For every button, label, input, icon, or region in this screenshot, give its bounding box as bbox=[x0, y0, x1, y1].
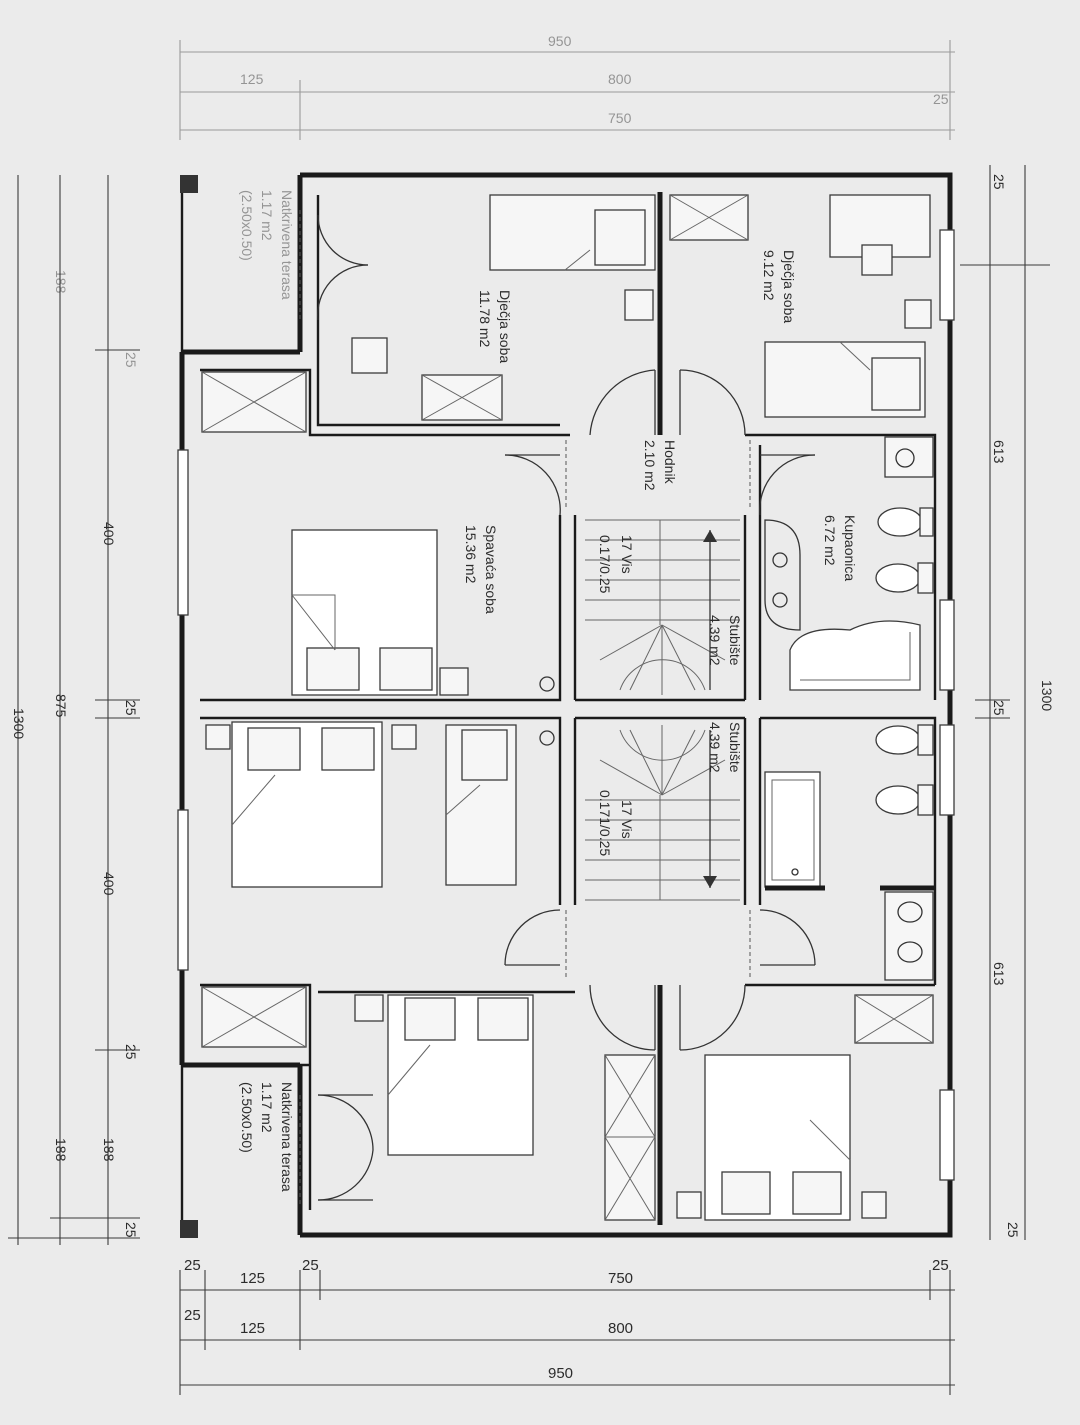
left-dim-upper: 400 bbox=[101, 522, 117, 546]
top-dim-inner: 750 bbox=[608, 110, 632, 126]
right-dim-lower: 613 bbox=[991, 962, 1007, 986]
room-area: 15.36 m2 bbox=[463, 525, 479, 584]
room-natkrivena-terasa-faint: Natkrivena terasa 1.17 m2 (2.50x0.50) bbox=[239, 190, 295, 300]
bottom-dim-left-c: 25 bbox=[302, 1257, 319, 1274]
left-dimension-labels: 1300 875 400 400 188 25 25 25 188 188 25 bbox=[11, 270, 139, 1238]
corner-post-bottom bbox=[180, 1220, 198, 1238]
room-stubiste-1: Stubište 4.39 m2 17 Vis 0.17/0.25 bbox=[597, 535, 743, 666]
room-name: Dječja soba bbox=[781, 250, 797, 323]
column-1 bbox=[539, 676, 555, 692]
room-spavaca-soba: Spavaća soba 15.36 m2 bbox=[463, 525, 499, 614]
left-dim-lower: 400 bbox=[101, 872, 117, 896]
room-stubiste-2: Stubište 4.39 m2 17 Vis 0.171/0.25 bbox=[597, 722, 743, 856]
left-dim-joint: 25 bbox=[123, 700, 139, 716]
left-dim-joint-4: 25 bbox=[123, 1222, 139, 1238]
room-name: Spavaća soba bbox=[483, 525, 499, 614]
bottom-dim-right-edge: 25 bbox=[932, 1257, 949, 1274]
room-size: (2.50x0.50) bbox=[239, 190, 255, 261]
bottom-dim-mid: 800 bbox=[608, 1320, 633, 1337]
stairs-lower bbox=[585, 725, 740, 901]
right-dim-upper: 613 bbox=[991, 440, 1007, 464]
room-natkrivena-terasa: Natkrivena terasa 1.17 m2 (2.50x0.50) bbox=[239, 1082, 295, 1192]
doors bbox=[299, 210, 816, 1205]
top-dim-total: 950 bbox=[548, 33, 572, 49]
left-dim-terrace-bottom: 188 bbox=[53, 1138, 69, 1162]
wardrobes bbox=[201, 194, 934, 1221]
top-dimension-lines bbox=[179, 40, 955, 140]
left-dim-joint-3: 25 bbox=[123, 352, 139, 368]
stair-rise: 0.171/0.25 bbox=[597, 790, 613, 856]
bottom-dim-left-b: 25 bbox=[184, 1257, 201, 1274]
room-area: 11.78 m2 bbox=[477, 290, 493, 348]
bottom-dimension-lines bbox=[179, 1270, 955, 1395]
top-dim-mid: 800 bbox=[608, 71, 632, 87]
room-hodnik: Hodnik 2.10 m2 bbox=[642, 440, 678, 491]
right-dimension-labels: 1300 613 613 25 25 25 bbox=[991, 174, 1055, 1238]
left-dim-terrace-bottom-b: 188 bbox=[101, 1138, 117, 1162]
right-dim-mid: 25 bbox=[991, 700, 1007, 716]
bottom-dim-inner: 750 bbox=[608, 1270, 633, 1287]
top-dim-right-edge: 25 bbox=[933, 91, 949, 107]
room-area: 1.17 m2 bbox=[259, 1082, 275, 1133]
right-dimension-lines bbox=[960, 165, 1050, 1240]
bathroom-fixtures bbox=[764, 436, 935, 981]
right-dim-total: 1300 bbox=[1039, 680, 1055, 711]
right-dim-bottom: 25 bbox=[1005, 1222, 1021, 1238]
room-size: (2.50x0.50) bbox=[239, 1082, 255, 1153]
room-name: Kupaonica bbox=[842, 515, 858, 581]
left-dimension-lines bbox=[8, 175, 140, 1245]
left-dim-joint-2: 25 bbox=[123, 1044, 139, 1060]
room-area: 4.39 m2 bbox=[707, 722, 723, 773]
corner-post-top bbox=[180, 175, 198, 193]
room-area: 2.10 m2 bbox=[642, 440, 658, 491]
left-dim-total: 1300 bbox=[11, 708, 27, 739]
stairs-upper bbox=[585, 519, 740, 695]
interior-walls bbox=[200, 192, 937, 1225]
room-djecja-soba-1: Dječja soba 11.78 m2 bbox=[477, 290, 513, 363]
bottom-dim-left-b2: 25 bbox=[184, 1307, 201, 1324]
room-name: Dječja soba bbox=[497, 290, 513, 363]
stair-steps: 17 Vis bbox=[619, 800, 635, 839]
room-name: Hodnik bbox=[662, 440, 678, 485]
stair-rise: 0.17/0.25 bbox=[597, 535, 613, 594]
top-dim-left: 125 bbox=[240, 71, 264, 87]
room-name: Stubište bbox=[727, 722, 743, 773]
bottom-dim-total: 950 bbox=[548, 1365, 573, 1382]
room-area: 4.39 m2 bbox=[707, 615, 723, 666]
room-area: 9.12 m2 bbox=[761, 250, 777, 301]
column-2 bbox=[539, 730, 555, 746]
room-name: Natkrivena terasa bbox=[279, 190, 295, 300]
room-djecja-soba-2: Dječja soba 9.12 m2 bbox=[761, 250, 797, 323]
bottom-dim-left-a2: 125 bbox=[240, 1320, 265, 1337]
room-kupaonica: Kupaonica 6.72 m2 bbox=[822, 515, 858, 581]
beds bbox=[205, 194, 932, 1221]
left-dim-mid: 875 bbox=[53, 694, 69, 718]
windows bbox=[177, 229, 955, 1181]
stair-steps: 17 Vis bbox=[619, 535, 635, 574]
bottom-dim-left-a: 125 bbox=[240, 1270, 265, 1287]
left-dim-terrace-top: 188 bbox=[53, 270, 69, 294]
room-area: 1.17 m2 bbox=[259, 190, 275, 241]
room-area: 6.72 m2 bbox=[822, 515, 838, 566]
right-dim-top: 25 bbox=[991, 174, 1007, 190]
room-name: Natkrivena terasa bbox=[279, 1082, 295, 1192]
room-name: Stubište bbox=[727, 615, 743, 666]
